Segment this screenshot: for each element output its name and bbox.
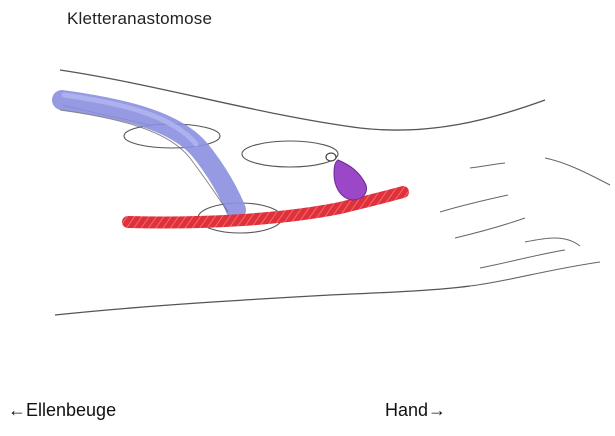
tendon-line-4 bbox=[525, 238, 580, 246]
tendon-line-2 bbox=[440, 195, 508, 212]
incision-ellipse-middle bbox=[242, 141, 338, 167]
forearm-lower-outline bbox=[55, 286, 470, 315]
tendon-line-3 bbox=[455, 218, 525, 238]
proximal-direction-label: ←Ellenbeuge bbox=[8, 400, 116, 421]
hand-upper-outline bbox=[545, 158, 610, 185]
anastomosis-knot bbox=[326, 153, 336, 161]
distal-direction-label: Hand→ bbox=[385, 400, 446, 421]
tendon-line-1 bbox=[470, 163, 505, 168]
tendon-line-5 bbox=[480, 250, 565, 268]
purple-graft-segment bbox=[334, 160, 366, 200]
